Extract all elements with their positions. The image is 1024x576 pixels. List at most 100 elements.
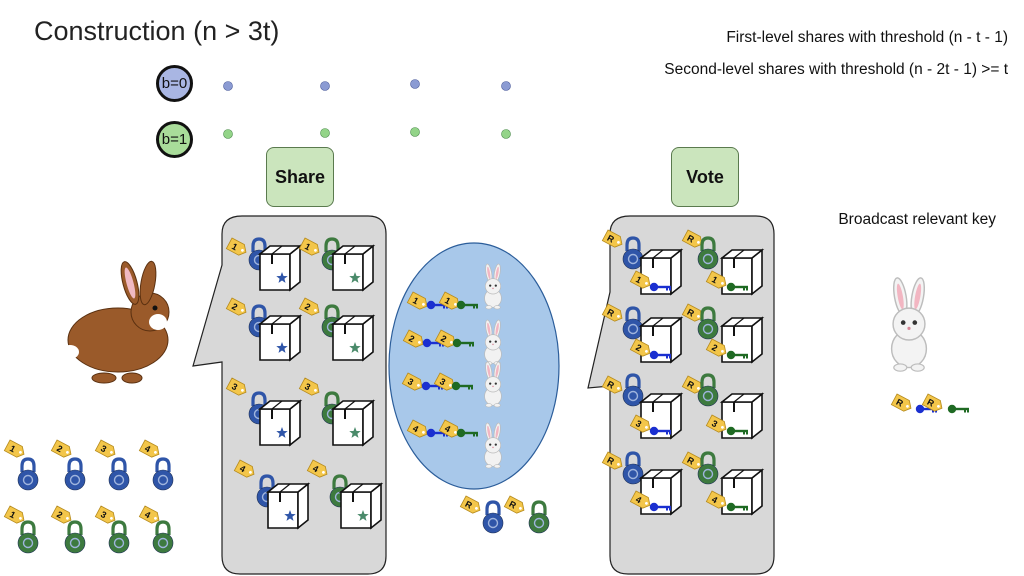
bit-zero-bubble: b=0 bbox=[156, 65, 193, 102]
share-tag-key: 3 bbox=[629, 414, 651, 433]
star-icon bbox=[349, 272, 361, 283]
tag-text: R bbox=[605, 379, 616, 391]
share-tag-green: 4 bbox=[138, 505, 160, 524]
tag-text: 4 bbox=[143, 509, 152, 520]
tag-text: 3 bbox=[406, 376, 415, 387]
tag-text: 4 bbox=[411, 423, 420, 434]
blue-padlock-icon bbox=[108, 457, 130, 491]
tag-text: 2 bbox=[710, 342, 719, 353]
tag-text: R bbox=[685, 307, 696, 319]
share-box-blue bbox=[257, 399, 303, 447]
share-tag-key: 4 bbox=[438, 419, 460, 438]
tag-text: 3 bbox=[438, 376, 447, 387]
page-title: Construction (n > 3t) bbox=[34, 16, 280, 46]
share-tag-blue: 1 bbox=[3, 439, 25, 458]
reveal-tag: R bbox=[601, 451, 623, 470]
star-icon bbox=[349, 342, 361, 353]
tag-text: R bbox=[605, 233, 616, 245]
tag-text: R bbox=[685, 455, 696, 467]
blue-padlock-icon bbox=[622, 451, 644, 485]
share-tag-key: 4 bbox=[629, 490, 651, 509]
tag-text: 2 bbox=[439, 333, 448, 344]
white-rabbit-icon bbox=[484, 263, 502, 310]
share-tag-key: 2 bbox=[629, 338, 651, 357]
bit-one-bubble: b=1 bbox=[156, 121, 193, 158]
tag-text: 4 bbox=[710, 494, 719, 505]
green-key-icon bbox=[726, 282, 748, 292]
blue-padlock-icon bbox=[482, 500, 504, 534]
brown-rabbit-icon bbox=[61, 260, 170, 384]
star-icon bbox=[276, 427, 288, 438]
tag-text: 4 bbox=[238, 463, 247, 474]
star-icon bbox=[276, 272, 288, 283]
first-level-note: First-level shares with threshold (n - t… bbox=[726, 29, 1008, 46]
tag-text: 4 bbox=[311, 463, 320, 474]
tag-text: 3 bbox=[634, 418, 643, 429]
share-box-green bbox=[330, 244, 376, 292]
share-tag-green: 1 bbox=[298, 237, 320, 256]
share-box-blue bbox=[257, 244, 303, 292]
tag-text: R bbox=[463, 499, 474, 511]
tag-text: R bbox=[605, 307, 616, 319]
share-dot-b1 bbox=[320, 128, 330, 138]
tag-text: R bbox=[605, 455, 616, 467]
tag-text: 1 bbox=[230, 241, 239, 252]
share-tag-key: 1 bbox=[438, 291, 460, 310]
green-key-icon bbox=[726, 350, 748, 360]
share-dot-b0 bbox=[501, 81, 511, 91]
share-tag-green: 1 bbox=[3, 505, 25, 524]
share-tag-blue: 2 bbox=[50, 439, 72, 458]
blue-key-icon bbox=[649, 502, 671, 512]
share-tag-key: 1 bbox=[629, 270, 651, 289]
share-phase-label: Share bbox=[266, 147, 334, 207]
star-icon bbox=[284, 510, 296, 521]
star-icon bbox=[276, 342, 288, 353]
tag-text: 1 bbox=[303, 241, 312, 252]
reveal-tag: R bbox=[601, 303, 623, 322]
tag-text: R bbox=[894, 397, 905, 409]
share-tag-blue: 3 bbox=[94, 439, 116, 458]
share-box-green bbox=[330, 314, 376, 362]
reveal-tag: R bbox=[681, 303, 703, 322]
green-padlock-icon bbox=[152, 520, 174, 554]
tag-text: 2 bbox=[55, 509, 64, 520]
blue-padlock-icon bbox=[622, 373, 644, 407]
blue-padlock-icon bbox=[17, 457, 39, 491]
white-rabbit-icon bbox=[484, 319, 502, 366]
green-padlock-icon bbox=[697, 373, 719, 407]
tag-text: 2 bbox=[230, 301, 239, 312]
tag-text: 1 bbox=[710, 274, 719, 285]
share-tag-blue: 1 bbox=[225, 237, 247, 256]
tag-text: 2 bbox=[55, 443, 64, 454]
share-tag-key: 4 bbox=[406, 419, 428, 438]
tag-text: R bbox=[507, 499, 518, 511]
vote-box-blue bbox=[638, 468, 684, 516]
share-dot-b1 bbox=[223, 129, 233, 139]
reveal-tag: R bbox=[681, 375, 703, 394]
tag-text: 1 bbox=[443, 295, 452, 306]
vote-phase-label: Vote bbox=[671, 147, 739, 207]
green-key-icon bbox=[456, 300, 478, 310]
tag-text: 3 bbox=[99, 509, 108, 520]
reveal-tag: R bbox=[890, 393, 912, 412]
tag-text: 2 bbox=[407, 333, 416, 344]
tag-text: 4 bbox=[634, 494, 643, 505]
tag-text: 3 bbox=[99, 443, 108, 454]
second-level-note: Second-level shares with threshold (n - … bbox=[664, 61, 1008, 78]
share-dot-b1 bbox=[410, 127, 420, 137]
star-icon bbox=[349, 427, 361, 438]
distribution-oval bbox=[388, 242, 560, 490]
tag-text: 3 bbox=[303, 381, 312, 392]
green-key-icon bbox=[452, 338, 474, 348]
blue-key-icon bbox=[649, 350, 671, 360]
tag-text: 3 bbox=[230, 381, 239, 392]
share-tag-key: 4 bbox=[705, 490, 727, 509]
blue-key-icon bbox=[649, 426, 671, 436]
tag-text: R bbox=[685, 379, 696, 391]
green-key-icon bbox=[726, 502, 748, 512]
reveal-tag: R bbox=[921, 393, 943, 412]
share-tag-key: 3 bbox=[401, 372, 423, 391]
white-rabbit-broadcast-icon bbox=[890, 277, 928, 372]
tag-text: 2 bbox=[634, 342, 643, 353]
tag-text: 4 bbox=[443, 423, 452, 434]
